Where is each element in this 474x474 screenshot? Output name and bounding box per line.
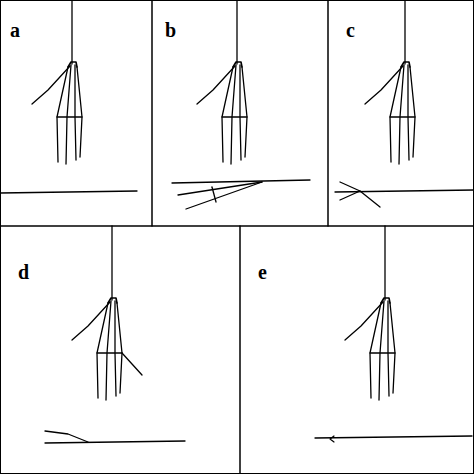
finger-stroke	[66, 65, 71, 164]
finger-stroke	[388, 301, 389, 396]
finger-stroke	[231, 65, 236, 164]
suspension-line	[404, 0, 405, 64]
ground-line	[0, 191, 137, 193]
panel-letter: d	[18, 262, 29, 282]
finger-crossbar	[97, 352, 122, 353]
ground-line	[45, 441, 185, 443]
finger-stroke	[390, 303, 395, 393]
finger-stroke	[410, 67, 415, 157]
extra-finger	[122, 353, 142, 375]
finger-stroke	[117, 303, 122, 393]
finger-stroke	[242, 67, 247, 157]
branch-line	[340, 191, 360, 200]
finger-stroke	[399, 65, 404, 164]
panel-border	[151, 0, 153, 226]
ground-line	[172, 180, 310, 183]
suspension-line	[384, 226, 385, 300]
finger-stroke	[75, 65, 76, 160]
ground-line	[315, 436, 472, 438]
panel-letter: c	[346, 20, 355, 40]
panel-letter: e	[258, 262, 267, 282]
panel-letter: a	[10, 20, 20, 40]
branch-line	[340, 182, 380, 207]
finger-stroke	[77, 67, 82, 157]
panel-border	[327, 0, 329, 226]
finger-stroke	[106, 301, 111, 400]
panel-border	[0, 225, 474, 227]
cross-mark	[212, 187, 216, 202]
finger-stroke	[115, 301, 116, 396]
branch-line	[186, 182, 262, 209]
suspension-line	[236, 0, 237, 64]
branch-line	[45, 431, 88, 442]
finger-stroke	[408, 65, 409, 160]
panel-letter: b	[165, 20, 176, 40]
finger-crossbar	[390, 116, 415, 117]
panel-border	[239, 226, 241, 474]
finger-crossbar	[222, 116, 247, 117]
branch-line	[178, 182, 262, 195]
finger-stroke	[379, 301, 384, 400]
ground-line	[335, 190, 474, 192]
suspension-line	[71, 0, 72, 64]
finger-crossbar	[370, 352, 395, 353]
suspension-line	[111, 226, 112, 300]
small-mark	[330, 436, 334, 442]
finger-crossbar	[57, 116, 82, 117]
finger-stroke	[240, 65, 241, 160]
